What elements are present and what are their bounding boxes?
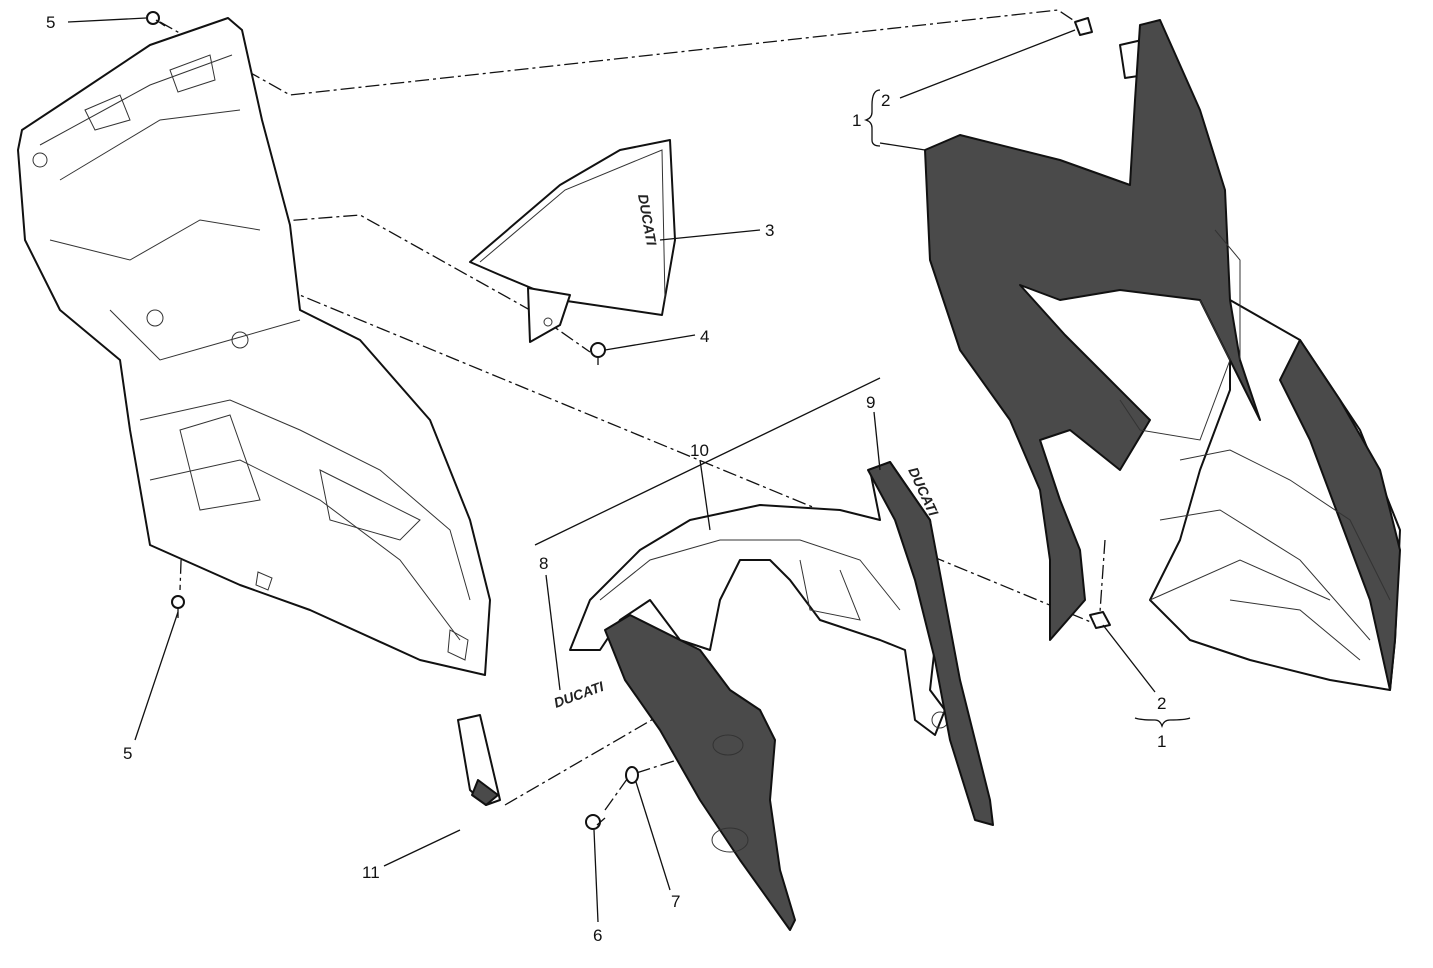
callout-6: 6: [593, 926, 602, 945]
headlight-fairing: [924, 19, 1401, 691]
screw-5-top: [146, 11, 166, 27]
callout-5-top: 5: [46, 13, 55, 32]
callout-labels: 5 2 1 3 4 10 9 8 5 2 1 11 7 6: [46, 13, 1166, 945]
callout-9: 9: [866, 393, 875, 412]
callout-11: 11: [362, 863, 380, 882]
callout-3: 3: [765, 221, 774, 240]
callout-10: 10: [690, 441, 709, 460]
callout-7: 7: [671, 892, 680, 911]
leader-lines: [67, 17, 1191, 923]
clip-2-top: [1074, 17, 1093, 36]
callout-8: 8: [539, 554, 548, 573]
reflector-11: [457, 714, 501, 806]
screw-6: [585, 814, 606, 830]
screw-4: [590, 342, 606, 365]
callout-1-top: 1: [852, 111, 861, 130]
decal-8: DUCATI: [552, 678, 607, 711]
screws: [146, 11, 1111, 830]
clip-2-bottom: [1089, 611, 1111, 629]
washer-7: [625, 766, 639, 784]
windscreen: DUCATI: [469, 139, 676, 343]
inner-fairing-left: [17, 17, 491, 676]
front-mudguard: [569, 461, 994, 931]
callout-1-bottom: 1: [1157, 732, 1166, 751]
callout-2-bottom: 2: [1157, 694, 1166, 713]
callout-4: 4: [700, 327, 709, 346]
callout-2-top: 2: [881, 91, 890, 110]
callout-5-bottom: 5: [123, 744, 132, 763]
screw-5-bottom: [171, 595, 185, 618]
